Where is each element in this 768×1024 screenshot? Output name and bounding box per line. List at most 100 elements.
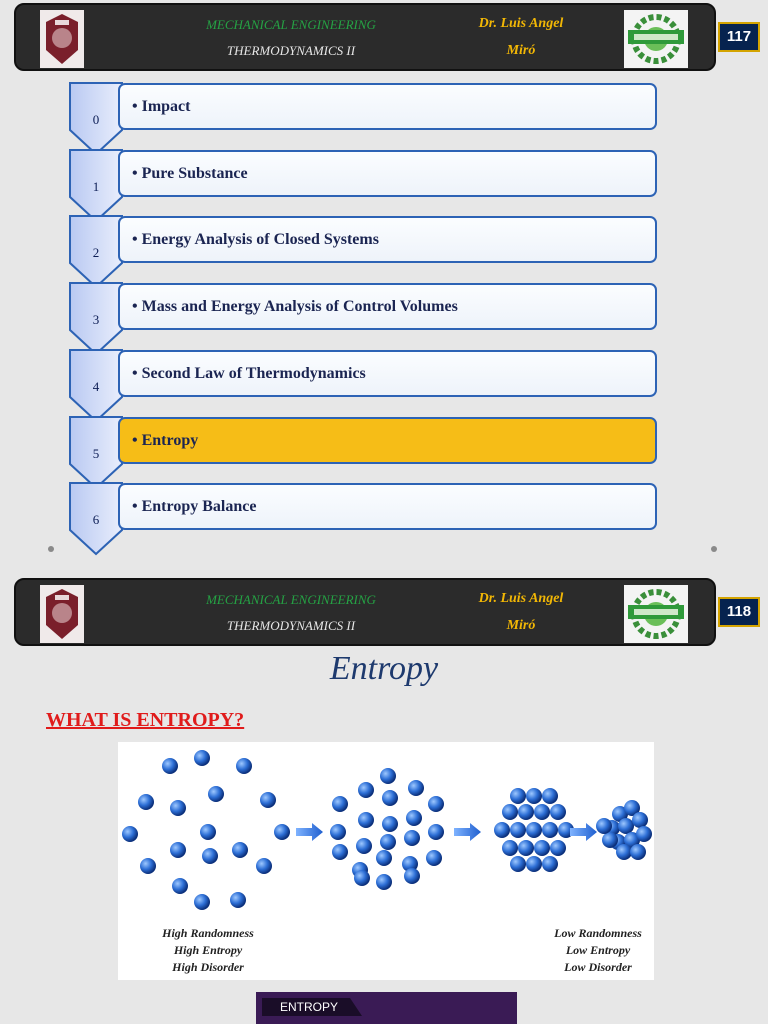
- particle: [162, 758, 178, 774]
- arrow-right-icon: [454, 823, 481, 841]
- caption-line: Low Disorder: [528, 959, 668, 976]
- particle: [256, 858, 272, 874]
- slide-title: Entropy: [0, 650, 768, 688]
- arrow-right-icon: [296, 823, 323, 841]
- video-title: ENTROPY: [262, 998, 362, 1016]
- particle: [376, 874, 392, 890]
- outline-item[interactable]: • Second Law of Thermodynamics: [118, 350, 657, 397]
- particle: [354, 870, 370, 886]
- page-number-badge: 117: [718, 22, 760, 52]
- particle: [518, 804, 534, 820]
- page-number-badge: 118: [718, 597, 760, 627]
- author-name-line2: Miró: [436, 618, 606, 634]
- arrow-right-icon: [570, 823, 597, 841]
- particle: [274, 824, 290, 840]
- particle: [404, 830, 420, 846]
- particle: [542, 788, 558, 804]
- particle: [408, 780, 424, 796]
- particle: [358, 812, 374, 828]
- slide-header: MECHANICAL ENGINEERING THERMODYNAMICS II…: [14, 3, 716, 71]
- particle: [332, 796, 348, 812]
- esime-logo-icon: [624, 10, 688, 68]
- particle: [332, 844, 348, 860]
- ipn-logo-icon: [40, 10, 84, 68]
- particle: [170, 800, 186, 816]
- particle: [526, 788, 542, 804]
- caption-line: Low Entropy: [528, 942, 668, 959]
- particle: [502, 804, 518, 820]
- particle: [510, 822, 526, 838]
- particle: [404, 868, 420, 884]
- particle: [526, 822, 542, 838]
- particle: [518, 840, 534, 856]
- particle: [534, 840, 550, 856]
- particle: [232, 842, 248, 858]
- particle: [170, 842, 186, 858]
- particle: [382, 790, 398, 806]
- caption-line: High Entropy: [138, 942, 278, 959]
- particle: [630, 844, 646, 860]
- particle: [636, 826, 652, 842]
- particle: [380, 834, 396, 850]
- particle: [542, 856, 558, 872]
- particle: [208, 786, 224, 802]
- particle: [382, 816, 398, 832]
- particle: [502, 840, 518, 856]
- outline-item[interactable]: • Energy Analysis of Closed Systems: [118, 216, 657, 263]
- caption-line: High Disorder: [138, 959, 278, 976]
- slide-header: MECHANICAL ENGINEERING THERMODYNAMICS II…: [14, 578, 716, 646]
- particle: [202, 848, 218, 864]
- outline-step-number: 0: [66, 112, 126, 128]
- high-entropy-caption: High Randomness High Entropy High Disord…: [138, 925, 278, 976]
- particle: [494, 822, 510, 838]
- slide-dot: [711, 546, 717, 552]
- particle: [260, 792, 276, 808]
- entropy-figure: High Randomness High Entropy High Disord…: [118, 742, 654, 980]
- particle: [140, 858, 156, 874]
- outline-item[interactable]: • Mass and Energy Analysis of Control Vo…: [118, 283, 657, 330]
- particle: [194, 894, 210, 910]
- particle: [428, 824, 444, 840]
- outline-item[interactable]: • Pure Substance: [118, 150, 657, 197]
- low-entropy-caption: Low Randomness Low Entropy Low Disorder: [528, 925, 668, 976]
- particle: [330, 824, 346, 840]
- outline-step-number: 3: [66, 312, 126, 328]
- outline-step-number: 1: [66, 179, 126, 195]
- caption-line: High Randomness: [138, 925, 278, 942]
- particle: [122, 826, 138, 842]
- video-embed[interactable]: ENTROPY: [256, 992, 517, 1024]
- particle: [138, 794, 154, 810]
- particle: [236, 758, 252, 774]
- course-label: THERMODYNAMICS II: [176, 618, 406, 634]
- particle: [596, 818, 612, 834]
- outline-item[interactable]: • Impact: [118, 83, 657, 130]
- particle: [356, 838, 372, 854]
- particle: [358, 782, 374, 798]
- particle: [426, 850, 442, 866]
- particle: [510, 856, 526, 872]
- department-label: MECHANICAL ENGINEERING: [176, 592, 406, 608]
- author-name-line1: Dr. Luis Angel: [436, 591, 606, 607]
- ipn-logo-icon: [40, 585, 84, 643]
- outline-item[interactable]: • Entropy Balance: [118, 483, 657, 530]
- particle: [526, 856, 542, 872]
- particle: [376, 850, 392, 866]
- particle: [534, 804, 550, 820]
- particle: [616, 844, 632, 860]
- particle: [542, 822, 558, 838]
- outline-step-number: 2: [66, 245, 126, 261]
- department-label: MECHANICAL ENGINEERING: [176, 17, 406, 33]
- outline-item[interactable]: • Entropy: [118, 417, 657, 464]
- slide-dot: [48, 546, 54, 552]
- particle: [428, 796, 444, 812]
- particle: [380, 768, 396, 784]
- outline-step-number: 4: [66, 379, 126, 395]
- outline-step-number: 5: [66, 446, 126, 462]
- particle: [230, 892, 246, 908]
- particle-diagram: [118, 742, 654, 922]
- particle: [618, 818, 634, 834]
- particle: [632, 812, 648, 828]
- esime-logo-icon: [624, 585, 688, 643]
- particle: [602, 832, 618, 848]
- outline-step-number: 6: [66, 512, 126, 528]
